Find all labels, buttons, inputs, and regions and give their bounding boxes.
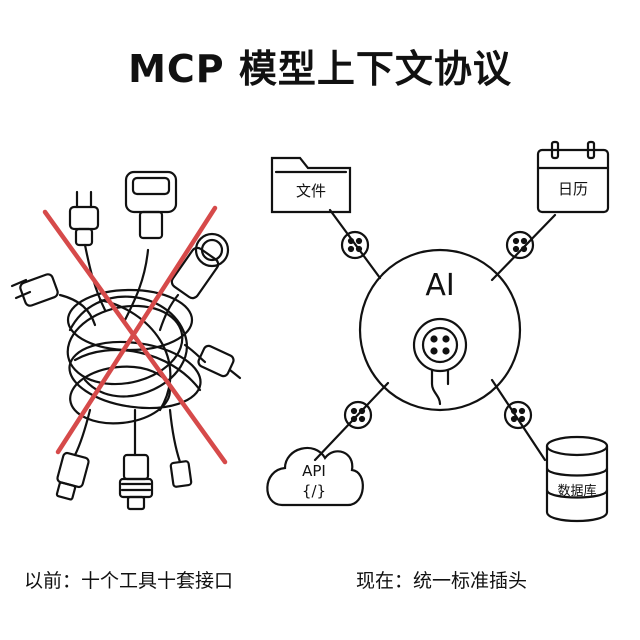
database-icon: [547, 437, 607, 521]
hub-label: AI: [410, 268, 470, 303]
api-label: API: [278, 462, 350, 480]
files-label: 文件: [272, 180, 350, 201]
calendar-icon: [538, 142, 608, 212]
calendar-label: 日历: [538, 178, 608, 199]
api-code-label: {/}: [278, 482, 350, 500]
connector-top-right: [507, 232, 533, 258]
connector-bottom-right: [505, 402, 531, 428]
caption-before: 以前：十个工具十套接口: [24, 566, 233, 593]
database-label: 数据库: [547, 480, 607, 499]
caption-now: 现在：统一标准插头: [356, 566, 527, 593]
